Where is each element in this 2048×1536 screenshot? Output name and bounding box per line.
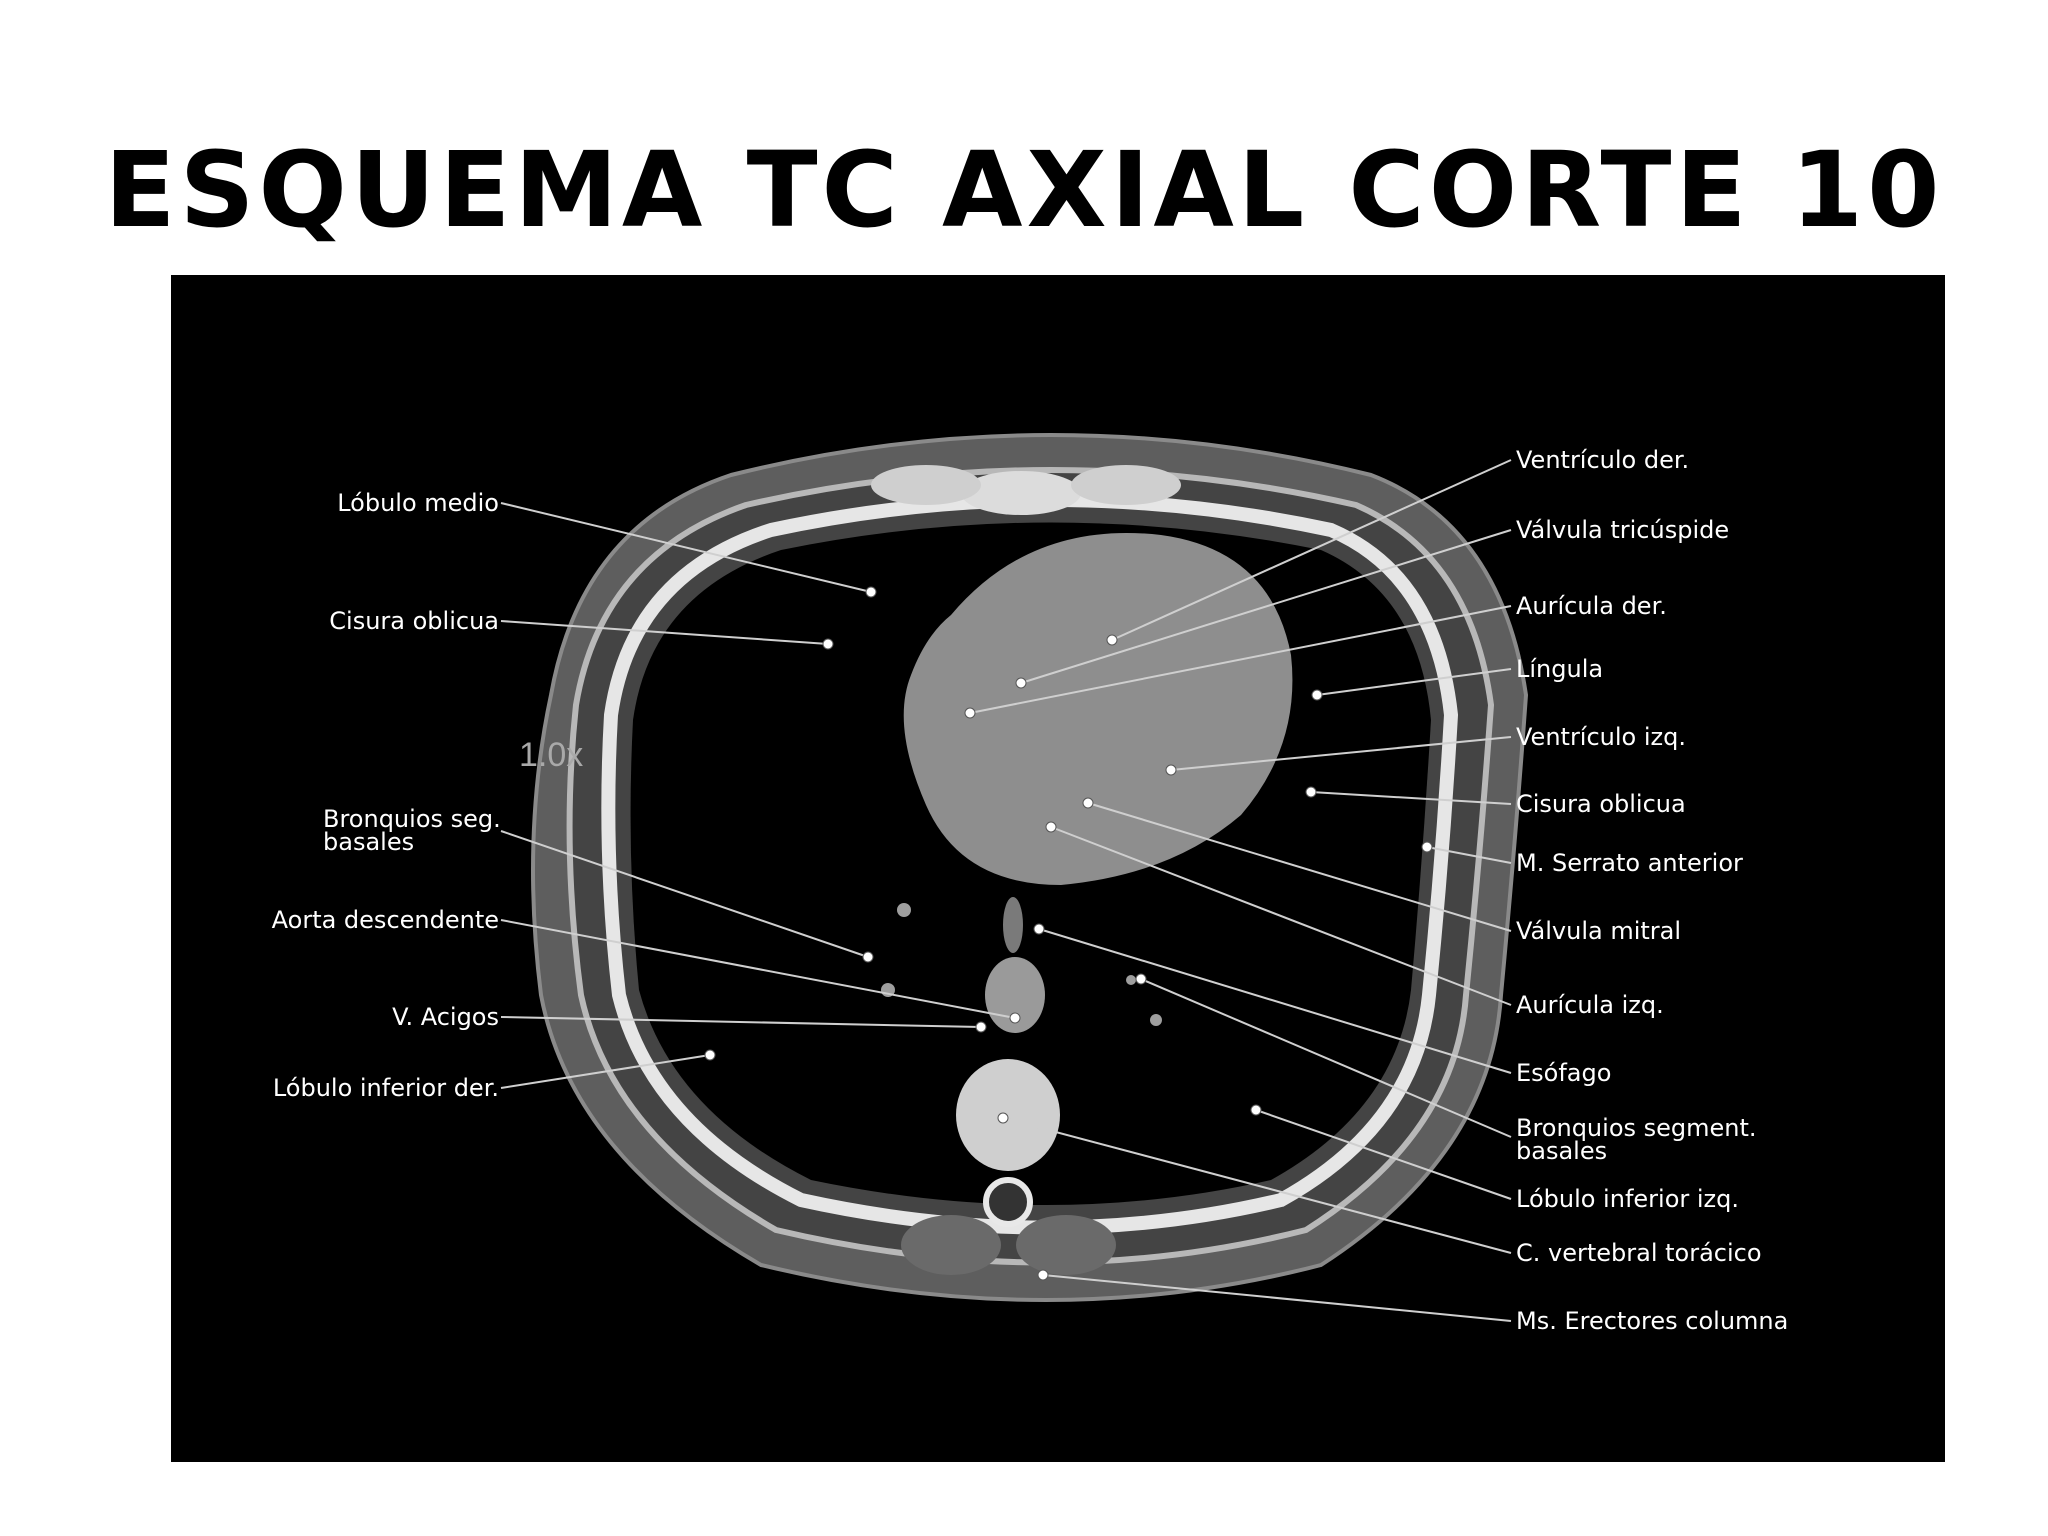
leader-auricula-izq	[1050, 826, 1512, 1006]
erector-muscle-left	[1016, 1215, 1116, 1275]
leader-acigos	[500, 1016, 982, 1028]
dot-lobulo-inferior-izq	[1250, 1104, 1262, 1116]
label-valvula-tricuspide: Válvula tricúspide	[1516, 516, 1729, 544]
leader-lingula	[1316, 668, 1512, 696]
dot-bronquios-seg	[862, 951, 874, 963]
label-cisura-oblicua-right: Cisura oblicua	[1516, 790, 1686, 818]
label-serrato-anterior: M. Serrato anterior	[1516, 849, 1743, 877]
label-valvula-mitral: Válvula mitral	[1516, 917, 1681, 945]
leader-ventriculo-izq	[1170, 736, 1512, 771]
descending-aorta	[985, 957, 1045, 1033]
costal-cartilage-left	[1071, 465, 1181, 505]
label-auricula-izq: Aurícula izq.	[1516, 991, 1664, 1019]
heart	[903, 532, 1293, 885]
dot-lingula	[1311, 689, 1323, 701]
label-lingula: Língula	[1516, 655, 1603, 683]
dot-valvula-mitral	[1082, 797, 1094, 809]
dot-ventriculo-izq	[1165, 764, 1177, 776]
dot-vertebral	[997, 1112, 1009, 1124]
vessel-dot	[1150, 1014, 1162, 1026]
costal-cartilage-right	[871, 465, 981, 505]
leader-erectores	[1042, 1274, 1512, 1322]
leader-lobulo-inferior-izq	[1255, 1109, 1512, 1200]
label-lobulo-inferior-der: Lóbulo inferior der.	[273, 1074, 499, 1102]
rib-cage	[601, 493, 1459, 1235]
label-bronquios-segment-line1: Bronquios segment.	[1516, 1114, 1757, 1142]
leader-vertebral	[1002, 1117, 1512, 1254]
dot-cisura-oblicua-left	[822, 638, 834, 650]
leader-cisura-oblicua-right	[1310, 791, 1512, 805]
dot-ventriculo-der	[1106, 634, 1118, 646]
dot-esofago	[1033, 923, 1045, 935]
label-esofago: Esófago	[1516, 1059, 1611, 1087]
vessel-dot	[1126, 975, 1136, 985]
label-erectores-columna: Ms. Erectores columna	[1516, 1307, 1788, 1335]
dot-auricula-der	[964, 707, 976, 719]
dot-acigos	[975, 1021, 987, 1033]
leader-esofago	[1038, 928, 1512, 1074]
dot-aorta	[1009, 1012, 1021, 1024]
leader-cisura-oblicua-left	[500, 620, 829, 645]
leader-lobulo-inferior-der	[500, 1054, 711, 1089]
dot-auricula-izq	[1045, 821, 1057, 833]
leader-serrato	[1426, 846, 1512, 864]
label-bronquios-seg-line1: Bronquios seg.	[323, 805, 501, 833]
dot-valvula-tricuspide	[1015, 677, 1027, 689]
label-aorta-descendente: Aorta descendente	[272, 906, 499, 934]
label-bronquios-seg-line2: basales	[323, 828, 414, 856]
label-auricula-der: Aurícula der.	[1516, 592, 1667, 620]
leader-bronquios-seg	[500, 830, 869, 958]
dot-cisura-oblicua-right	[1305, 786, 1317, 798]
dot-lobulo-medio	[865, 586, 877, 598]
leader-bronquios-segment	[1140, 978, 1512, 1138]
label-v-acigos: V. Acigos	[392, 1003, 499, 1031]
leader-auricula-der	[969, 605, 1512, 714]
page-title: ESQUEMA TC AXIAL CORTE 10	[104, 129, 1944, 251]
sternum	[961, 471, 1081, 515]
leader-aorta	[500, 919, 1016, 1019]
label-lobulo-inferior-izq: Lóbulo inferior izq.	[1516, 1185, 1739, 1213]
label-bronquios-segment-line2: basales	[1516, 1137, 1607, 1165]
vessel-dot	[897, 903, 911, 917]
label-ventriculo-izq: Ventrículo izq.	[1516, 723, 1686, 751]
leader-valvula-tricuspide	[1020, 529, 1512, 684]
dot-erectores	[1037, 1269, 1049, 1281]
leader-lobulo-medio	[500, 502, 872, 593]
leader-valvula-mitral	[1087, 802, 1512, 932]
label-cisura-oblicua-left: Cisura oblicua	[329, 607, 499, 635]
esophagus	[1003, 897, 1023, 953]
leader-ventriculo-der	[1111, 459, 1512, 641]
vertebral-body	[956, 1059, 1060, 1171]
spinal-canal	[983, 1177, 1033, 1227]
label-ventriculo-der: Ventrículo der.	[1516, 446, 1689, 474]
zoom-label: 1.0x	[519, 736, 583, 774]
erector-muscle-right	[901, 1215, 1001, 1275]
label-vertebral-toracico: C. vertebral torácico	[1516, 1239, 1762, 1267]
dot-serrato	[1421, 841, 1433, 853]
ct-axial-diagram: 1.0x	[272, 433, 1788, 1335]
ct-scan-panel: 1.0x	[171, 275, 1945, 1462]
label-lobulo-medio: Lóbulo medio	[337, 489, 499, 517]
dot-lobulo-inferior-der	[704, 1049, 716, 1061]
dot-bronquios-segment	[1135, 973, 1147, 985]
